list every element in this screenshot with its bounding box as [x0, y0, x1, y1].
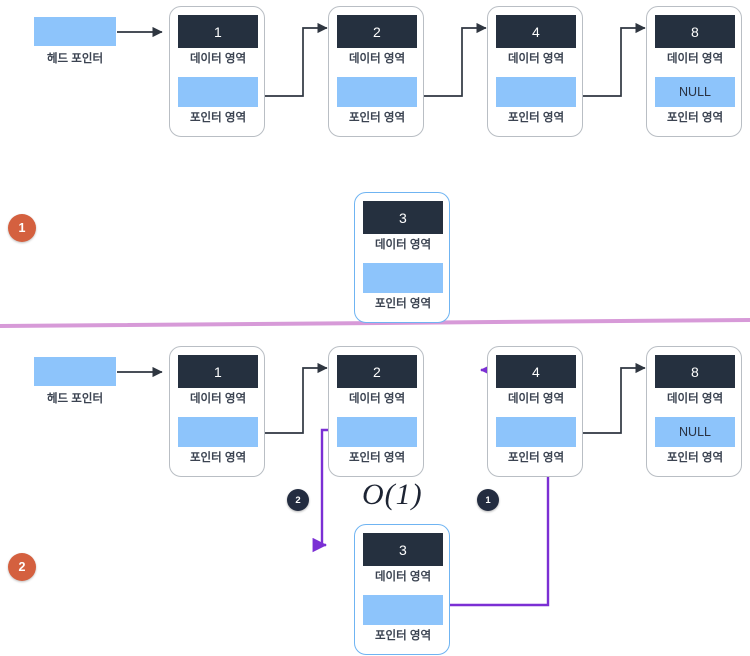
pointer-area-box: [496, 417, 576, 447]
pointer-area-box: [337, 77, 417, 107]
pointer-area-box: NULL: [655, 417, 735, 447]
pointer-area-box: [496, 77, 576, 107]
node-card-1-step1: 1 데이터 영역 포인터 영역: [169, 6, 265, 137]
pointer-area-box: [363, 595, 443, 625]
step-badge-1: 1: [8, 214, 36, 242]
pointer-area-box: [363, 263, 443, 293]
node-value: 3: [363, 533, 443, 566]
pointer-area-box: NULL: [655, 77, 735, 107]
data-area-label: 데이터 영역: [666, 53, 724, 65]
new-node-card-3-step1: 3 데이터 영역 포인터 영역: [354, 192, 450, 323]
node-card-2-step2: 2 데이터 영역 포인터 영역: [328, 346, 424, 477]
data-area-label: 데이터 영역: [348, 53, 406, 65]
data-area-label: 데이터 영역: [374, 239, 432, 251]
node-card-1-step2: 1 데이터 영역 포인터 영역: [169, 346, 265, 477]
pointer-area-label: 포인터 영역: [348, 112, 406, 124]
node-card-4-step2: 4 데이터 영역 포인터 영역: [487, 346, 583, 477]
data-area-label: 데이터 영역: [189, 53, 247, 65]
node-card-8-step1: 8 데이터 영역 NULL 포인터 영역: [646, 6, 742, 137]
head-pointer-box-step1: [34, 17, 116, 46]
head-pointer-label-step1: 헤드 포인터: [46, 53, 104, 65]
pointer-area-label: 포인터 영역: [189, 452, 247, 464]
node-value: 8: [655, 355, 735, 388]
node-value: 8: [655, 15, 735, 48]
pointer-area-label: 포인터 영역: [374, 630, 432, 642]
node-card-2-step1: 2 데이터 영역 포인터 영역: [328, 6, 424, 137]
node-value: 4: [496, 15, 576, 48]
pointer-area-label: 포인터 영역: [507, 112, 565, 124]
data-area-label: 데이터 영역: [348, 393, 406, 405]
data-area-label: 데이터 영역: [666, 393, 724, 405]
node-value: 2: [337, 355, 417, 388]
complexity-label: O(1): [362, 478, 423, 511]
node-value: 4: [496, 355, 576, 388]
pointer-area-label: 포인터 영역: [374, 298, 432, 310]
node-card-4-step1: 4 데이터 영역 포인터 영역: [487, 6, 583, 137]
pointer-area-label: 포인터 영역: [189, 112, 247, 124]
inserted-node-card-3-step2: 3 데이터 영역 포인터 영역: [354, 524, 450, 655]
node-value: 1: [178, 355, 258, 388]
data-area-label: 데이터 영역: [507, 53, 565, 65]
pointer-area-box: [337, 417, 417, 447]
node-card-8-step2: 8 데이터 영역 NULL 포인터 영역: [646, 346, 742, 477]
pointer-area-box: [178, 417, 258, 447]
pointer-area-label: 포인터 영역: [507, 452, 565, 464]
order-badge-1: 1: [477, 489, 499, 511]
pointer-area-label: 포인터 영역: [348, 452, 406, 464]
pointer-area-label: 포인터 영역: [666, 112, 724, 124]
data-area-label: 데이터 영역: [374, 571, 432, 583]
order-badge-2: 2: [287, 489, 309, 511]
node-value: 3: [363, 201, 443, 234]
head-pointer-label-step2: 헤드 포인터: [46, 393, 104, 405]
data-area-label: 데이터 영역: [507, 393, 565, 405]
pointer-area-box: [178, 77, 258, 107]
node-value: 2: [337, 15, 417, 48]
step-badge-2: 2: [8, 553, 36, 581]
head-pointer-box-step2: [34, 357, 116, 386]
data-area-label: 데이터 영역: [189, 393, 247, 405]
pointer-area-label: 포인터 영역: [666, 452, 724, 464]
node-value: 1: [178, 15, 258, 48]
